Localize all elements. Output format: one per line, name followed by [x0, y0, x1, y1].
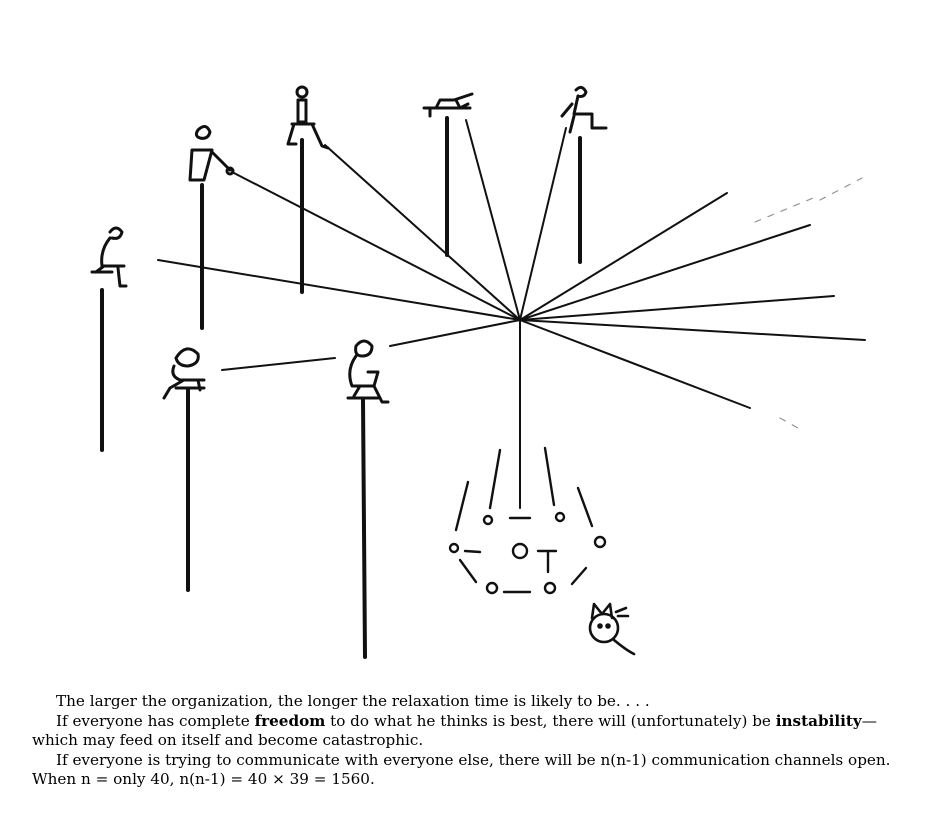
bottom-network — [448, 446, 607, 595]
cat-drawing — [588, 602, 636, 656]
caption-text: The larger the organization, the longer … — [32, 692, 892, 790]
caption-p2-before: If everyone has complete — [56, 711, 255, 730]
figure-top-center — [422, 92, 474, 118]
caption-p2-middle: to do what he thinks is best, there will… — [325, 711, 776, 730]
caption-paragraph-3: If everyone is trying to communicate wit… — [32, 751, 892, 790]
figure-middle-left — [162, 347, 206, 400]
faint-lines — [754, 177, 863, 429]
poles — [100, 116, 582, 659]
caption-p2-after: —which may feed on itself and become cat… — [32, 711, 877, 750]
caption-paragraph-1: The larger the organization, the longer … — [32, 692, 892, 712]
caption-bold-freedom: freedom — [254, 711, 326, 730]
figure-middle — [346, 339, 390, 404]
figure-left-high — [90, 226, 128, 288]
caption-bold-instability: instability — [775, 711, 862, 730]
communication-lines — [157, 119, 866, 509]
caption-paragraph-2: If everyone has complete freedom to do w… — [32, 712, 892, 751]
figure-top-middle — [286, 85, 330, 150]
caption-p3-text: If everyone is trying to communicate wit… — [32, 750, 891, 789]
caption-p1-text: The larger the organization, the longer … — [56, 692, 650, 710]
figure-top-right — [560, 85, 608, 134]
figure-upper-left — [188, 125, 235, 182]
pole-sitters-illustration — [90, 85, 866, 659]
